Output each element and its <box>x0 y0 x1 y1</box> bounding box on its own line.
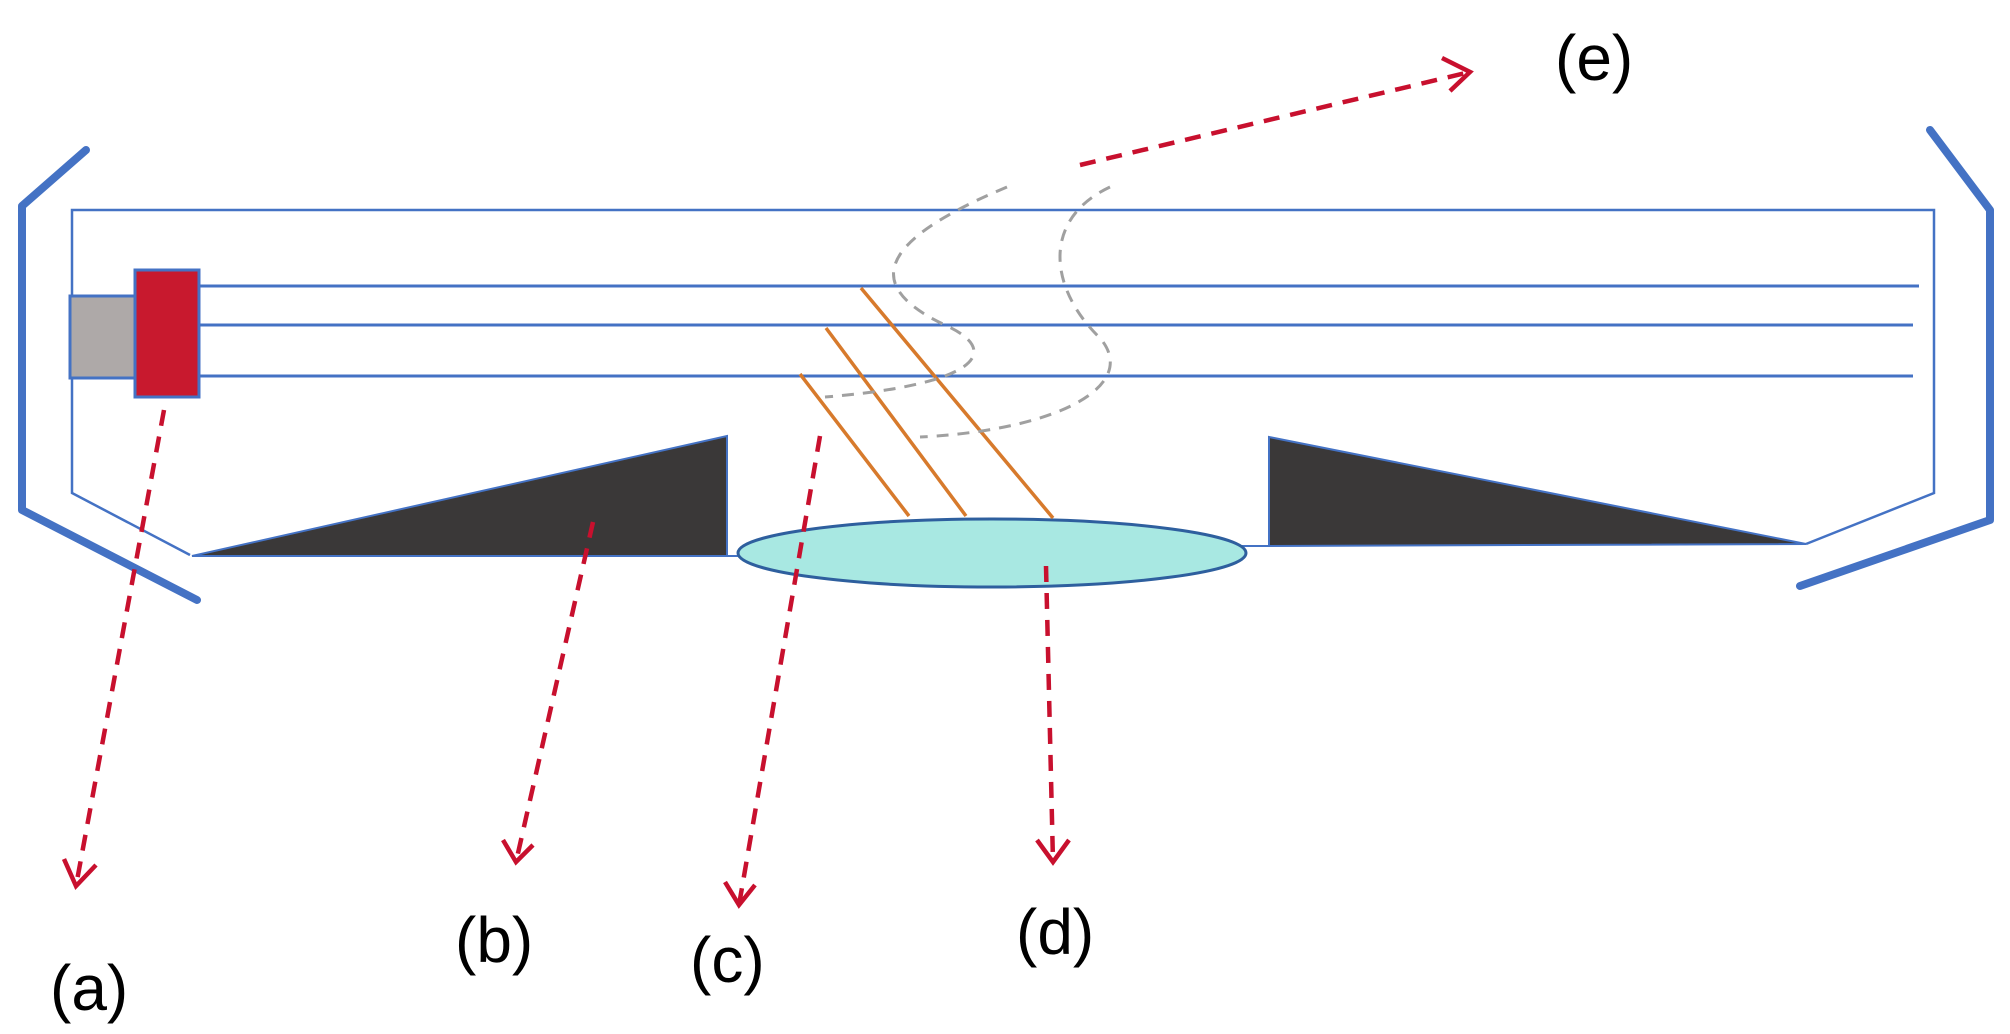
arrow-head-icon <box>1440 55 1474 93</box>
label-b: (b) <box>455 904 533 976</box>
right-wedge-prism <box>1268 435 1807 548</box>
arrow-head-icon <box>501 838 535 866</box>
left-bracket <box>18 146 201 604</box>
label-c: (c) <box>690 924 765 996</box>
left-wedge-prism <box>191 434 728 557</box>
label-e: (e) <box>1555 22 1633 94</box>
light-ray-1 <box>798 372 911 518</box>
light-ray-2 <box>824 326 968 518</box>
callout-arrow-d <box>1035 565 1071 866</box>
lens <box>736 517 1248 589</box>
callout-arrow-e <box>1079 55 1474 168</box>
source-holder-block <box>68 294 137 380</box>
callout-arrow-a <box>61 409 167 890</box>
source-emitter-block <box>133 268 201 399</box>
inner-housing-outline <box>70 208 1936 557</box>
arrow-head-icon <box>723 880 757 909</box>
arrow-head-icon <box>61 858 98 890</box>
wave-path-inner <box>824 185 1008 399</box>
label-d: (d) <box>1016 896 1094 968</box>
right-bracket <box>1796 126 1994 590</box>
light-ray-3 <box>859 286 1055 520</box>
callout-arrow-c <box>723 435 823 909</box>
arrow-head-icon <box>1035 838 1071 866</box>
wave-path-outer <box>919 185 1112 439</box>
callout-arrow-b <box>501 521 596 866</box>
label-a: (a) <box>50 952 128 1024</box>
